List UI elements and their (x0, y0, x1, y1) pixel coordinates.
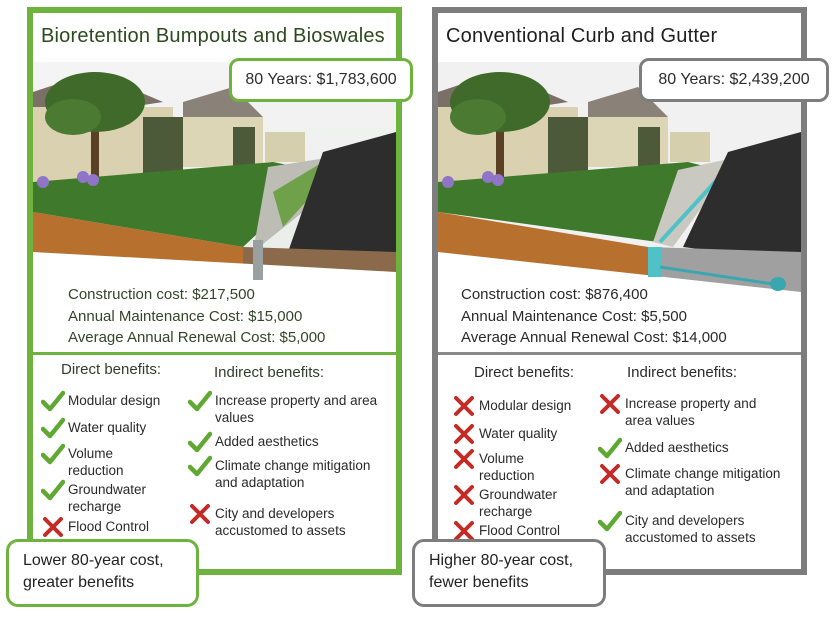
check-icon (188, 390, 212, 412)
benefit-item: Increase property and area values (188, 390, 377, 426)
benefit-item: Modular design (452, 395, 571, 417)
construction-cost: Construction cost: $217,500 (68, 286, 255, 303)
divider (33, 352, 396, 355)
cross-icon (598, 393, 622, 415)
construction-cost: Construction cost: $876,400 (461, 286, 648, 303)
cross-icon (452, 423, 476, 445)
cost-80-years-badge: 80 Years: $2,439,200 (639, 58, 829, 102)
indirect-benefits-heading: Indirect benefits: (214, 364, 325, 381)
panel-title: Conventional Curb and Gutter (446, 25, 718, 47)
benefit-item: Flood Control (452, 520, 560, 542)
benefit-item: City and developers accustomed to assets (598, 510, 756, 546)
street-illustration-bioretention (33, 62, 396, 292)
cross-icon (41, 516, 65, 538)
direct-benefits-heading: Direct benefits: (61, 361, 162, 378)
benefit-item: Climate change mitigation and adaptation (598, 463, 780, 499)
check-icon (41, 390, 65, 412)
divider (438, 352, 801, 355)
cross-icon (452, 448, 476, 470)
benefit-item: Water quality (452, 423, 557, 445)
benefit-item: Volume reduction (452, 448, 535, 484)
check-icon (41, 479, 65, 501)
annual-maintenance-cost: Annual Maintenance Cost: $15,000 (68, 307, 303, 325)
annual-renewal-cost: Average Annual Renewal Cost: $14,000 (461, 329, 727, 346)
benefit-item: Flood Control (41, 516, 149, 538)
benefit-item: Added aesthetics (598, 437, 729, 459)
cost-breakdown: Construction cost: $876,400 Annual Maint… (461, 284, 727, 349)
direct-benefits-heading: Direct benefits: (474, 364, 575, 381)
cross-icon (452, 395, 476, 417)
summary-callout: Higher 80-year cost, fewer benefits (412, 539, 606, 607)
cross-icon (452, 520, 476, 542)
cost-80-years-badge: 80 Years: $1,783,600 (229, 58, 413, 102)
cross-icon (452, 484, 476, 506)
summary-callout: Lower 80-year cost, greater benefits (6, 539, 199, 607)
check-icon (188, 431, 212, 453)
check-icon (598, 437, 622, 459)
benefit-item: Volume reduction (41, 443, 124, 479)
benefit-item: Modular design (41, 390, 160, 412)
indirect-benefits-heading: Indirect benefits: (627, 364, 738, 381)
benefit-item: Groundwater recharge (452, 484, 557, 520)
benefit-item: City and developers accustomed to assets (188, 503, 346, 539)
benefit-item: Climate change mitigation and adaptation (188, 455, 370, 491)
street-illustration-curb-gutter (438, 62, 801, 292)
cost-breakdown: Construction cost: $217,500 Annual Maint… (68, 284, 325, 349)
cross-icon (188, 503, 212, 525)
cross-icon (598, 463, 622, 485)
benefit-item: Added aesthetics (188, 431, 319, 453)
panel-title: Bioretention Bumpouts and Bioswales (41, 25, 385, 47)
annual-renewal-cost: Average Annual Renewal Cost: $5,000 (68, 329, 326, 346)
curb-gutter-panel: Conventional Curb and Gutter (432, 7, 807, 575)
check-icon (41, 417, 65, 439)
annual-maintenance-cost: Annual Maintenance Cost: $5,500 (461, 307, 687, 325)
check-icon (188, 455, 212, 477)
benefit-item: Water quality (41, 417, 146, 439)
check-icon (41, 443, 65, 465)
check-icon (598, 510, 622, 532)
benefit-item: Increase property and area values (598, 393, 756, 429)
benefit-item: Groundwater recharge (41, 479, 146, 515)
